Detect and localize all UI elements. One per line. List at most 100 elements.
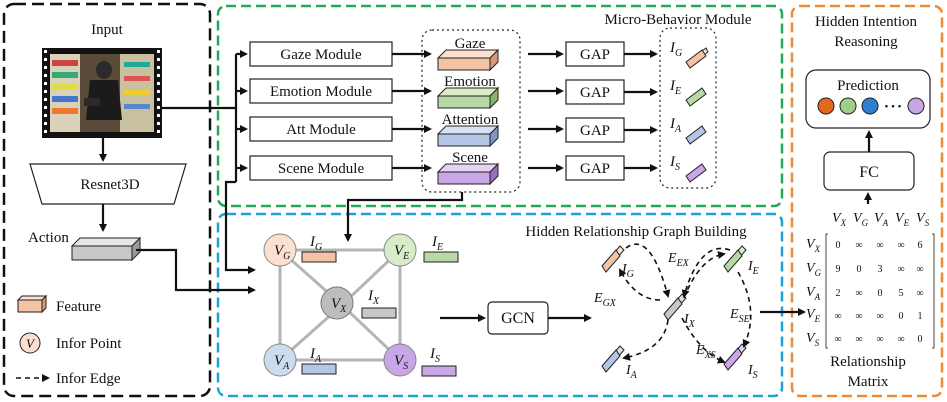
- svg-text:EEX: EEX: [667, 251, 690, 269]
- node-VA-sub: A: [282, 361, 290, 372]
- svg-text:∞: ∞: [897, 240, 904, 251]
- svg-text:VE: VE: [806, 307, 821, 324]
- svg-text:0: 0: [899, 311, 904, 322]
- scene-feature-block: [436, 162, 500, 186]
- relationship-matrix: VX VG VA VE VS VX VG VA VE VS 0 ∞ ∞ ∞ 6 …: [806, 211, 935, 390]
- node-VG: VG IG: [263, 233, 337, 267]
- svg-text:2: 2: [836, 288, 841, 299]
- rel-node-IX: IX: [663, 293, 696, 330]
- svg-text:0: 0: [918, 334, 923, 345]
- edge-EEX: [681, 247, 731, 298]
- svg-text:VA: VA: [806, 285, 821, 302]
- input-panel: [2, 2, 212, 398]
- pooled-I-labels: IG IE IA IS: [669, 40, 682, 173]
- prediction-class-2: [839, 97, 857, 115]
- node-VS-I-sub: S: [435, 354, 440, 365]
- reasoning-title-line2: Reasoning: [834, 34, 898, 50]
- emotion-feature-label: Emotion: [444, 74, 496, 90]
- legend-point-symbol: V: [26, 336, 36, 351]
- attention-feature-label: Attention: [442, 112, 499, 128]
- legend-point-label: Infor Point: [56, 336, 122, 352]
- svg-text:EGX: EGX: [593, 291, 617, 309]
- matrix-title-line1: Relationship: [830, 354, 906, 370]
- matrix-col-headers: VX VG VA VE VS: [832, 211, 930, 228]
- emotion-module-label: Emotion Module: [270, 84, 372, 100]
- node-VE-I-sub: E: [436, 242, 443, 253]
- svg-text:VG: VG: [853, 211, 869, 228]
- svg-text:9: 9: [836, 264, 841, 275]
- svg-text:3: 3: [878, 264, 883, 275]
- node-VX-sub: X: [339, 304, 347, 315]
- gap-box-emotion: [565, 79, 625, 105]
- pooled-scene-vector: [685, 163, 707, 183]
- svg-text:VE: VE: [895, 211, 910, 228]
- rel-node-IS-sub: S: [753, 370, 758, 381]
- gap-label-gaze: GAP: [580, 47, 610, 63]
- matrix-cells: 0 ∞ ∞ ∞ 6 9 0 3 ∞ ∞ 2 ∞ 0 5 ∞ ∞ ∞ ∞ 0 1 …: [834, 240, 923, 345]
- rel-node-IG-sub: G: [627, 269, 634, 280]
- legend-feature-label: Feature: [56, 299, 101, 315]
- prediction-class-3: [861, 97, 879, 115]
- input-title: Input: [91, 22, 123, 38]
- svg-text:ESE: ESE: [729, 307, 750, 325]
- attention-feature-block: [436, 124, 500, 148]
- gaze-feature-block: [436, 48, 500, 72]
- rel-node-IS: IS: [723, 343, 758, 381]
- svg-text:∞: ∞: [876, 311, 883, 322]
- svg-text:VG: VG: [806, 261, 822, 278]
- edge-EXA: [622, 319, 669, 361]
- svg-text:EXS: EXS: [695, 343, 716, 361]
- graph-building-title: Hidden Relationship Graph Building: [525, 224, 747, 240]
- pooled-vector-group: [659, 27, 717, 189]
- prediction-ellipsis: • • •: [884, 101, 901, 113]
- fc-label: FC: [859, 164, 879, 181]
- svg-text:IE: IE: [669, 78, 681, 97]
- legend: Feature V Infor Point Infor Edge: [16, 294, 122, 387]
- svg-text:VA: VA: [874, 211, 889, 228]
- svg-text:IG: IG: [621, 262, 634, 280]
- svg-text:IS: IS: [429, 346, 440, 365]
- svg-text:∞: ∞: [855, 240, 862, 251]
- svg-text:∞: ∞: [876, 240, 883, 251]
- svg-text:∞: ∞: [897, 334, 904, 345]
- svg-text:∞: ∞: [876, 334, 883, 345]
- svg-text:IE: IE: [431, 234, 443, 253]
- svg-text:IS: IS: [747, 363, 758, 381]
- action-label: Action: [28, 230, 69, 246]
- node-VG-sub: G: [283, 251, 290, 262]
- prediction-label: Prediction: [837, 78, 899, 94]
- node-VX: VX IX: [320, 286, 397, 320]
- resnet3d-block: [29, 163, 187, 205]
- svg-text:∞: ∞: [855, 311, 862, 322]
- gaze-feature-label: Gaze: [455, 36, 486, 52]
- svg-text:∞: ∞: [855, 334, 862, 345]
- rel-node-IE-sub: E: [752, 266, 759, 277]
- matrix-title-line2: Matrix: [848, 374, 889, 390]
- scene-module: Scene Module: [249, 155, 393, 181]
- gap-box-gaze: [565, 41, 625, 67]
- pooled-emotion-vector: [685, 87, 707, 107]
- svg-text:∞: ∞: [834, 311, 841, 322]
- rel-node-IX-sub: X: [688, 319, 696, 330]
- action-feature-block: [70, 236, 142, 262]
- svg-text:IA: IA: [309, 346, 322, 365]
- reasoning-title-line1: Hidden Intention: [815, 14, 918, 30]
- node-VE-sub: E: [402, 251, 409, 262]
- gaze-module-label: Gaze Module: [280, 47, 362, 63]
- svg-text:IG: IG: [669, 40, 682, 59]
- edge-EEX-from-x: [683, 251, 726, 299]
- att-module: Att Module: [249, 116, 393, 142]
- svg-text:∞: ∞: [916, 288, 923, 299]
- resnet3d-label: Resnet3D: [80, 177, 139, 193]
- rel-node-IG: IG: [601, 245, 634, 280]
- micro-behavior-title: Micro-Behavior Module: [604, 12, 751, 28]
- svg-text:IE: IE: [747, 259, 759, 277]
- svg-text:5: 5: [899, 288, 904, 299]
- reasoning-panel: [790, 4, 944, 398]
- gap-label-attention: GAP: [580, 123, 610, 139]
- svg-text:∞: ∞: [916, 264, 923, 275]
- att-module-label: Att Module: [286, 122, 356, 138]
- prediction-class-1: [817, 97, 835, 115]
- input-video-frame: [42, 48, 162, 138]
